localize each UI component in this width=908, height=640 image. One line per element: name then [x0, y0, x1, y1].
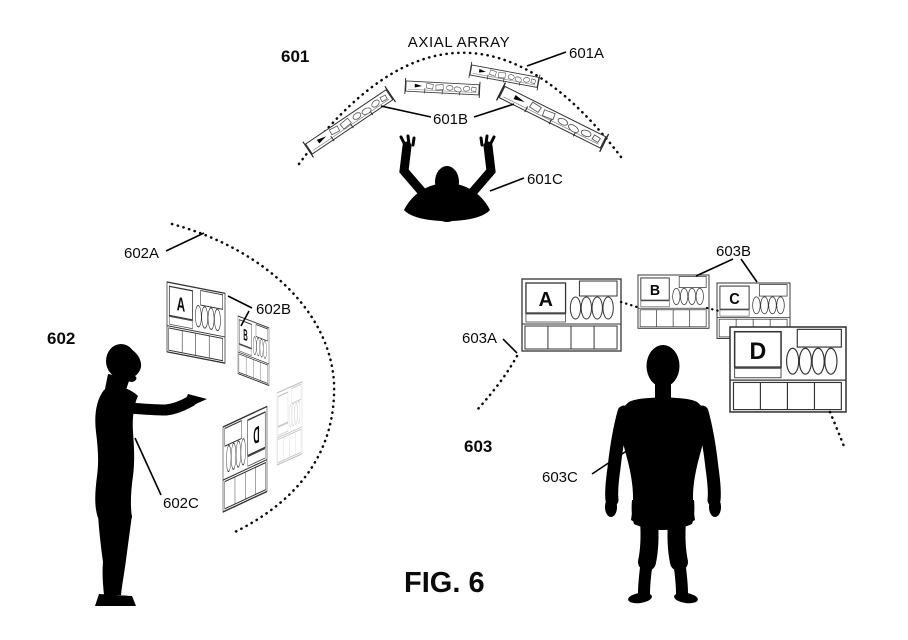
panel-603-D: D [729, 326, 847, 413]
panel-603-B-letter: B [650, 283, 660, 299]
panel-602-A-letter: A [177, 293, 186, 316]
connector-603-A-B [619, 300, 639, 309]
panel-603-C-letter: C [729, 290, 740, 307]
panel-603-A: A [521, 278, 622, 352]
callout-601A: 601A [569, 45, 604, 62]
person-601-top-view [399, 134, 496, 222]
array-602-dotted-arc [170, 222, 336, 535]
panel-603-A-letter: A [539, 289, 553, 311]
panel-602-B-letter: B [243, 325, 248, 345]
panel-603-D-letter: D [749, 338, 766, 364]
section-603: 603 A B C D 603A 603B [462, 243, 847, 604]
panel-602-C-ghost [276, 381, 303, 466]
callout-603B: 603B [716, 243, 751, 260]
array-strip-right [495, 81, 610, 153]
array-strip-left [302, 85, 397, 159]
section-601: 601 AXIAL ARRAY 601A 601B 601C [281, 34, 626, 222]
callout-602B-leader-down [240, 310, 250, 327]
callout-602A: 602A [124, 245, 159, 262]
array-603-dotted-arc-right [828, 410, 847, 451]
callout-601A-leader [526, 51, 567, 67]
callout-602A-leader [165, 232, 205, 252]
callout-602B: 602B [256, 301, 291, 318]
array-strip-center [404, 77, 481, 99]
section-603-number: 603 [464, 437, 492, 456]
connector-603-B-C [705, 306, 721, 313]
figure-caption: FIG. 6 [404, 567, 485, 599]
section-602: 602 602A A B D 602B [47, 222, 336, 606]
panel-602-D: D [222, 405, 268, 513]
panel-602-A: A [166, 281, 226, 364]
callout-601C-leader [489, 177, 525, 192]
callout-603A: 603A [462, 330, 497, 347]
section-602-number: 602 [47, 329, 75, 348]
axial-array-title: AXIAL ARRAY [408, 34, 510, 51]
panel-602-D-letter: D [253, 421, 259, 450]
callout-603B-leader-left [695, 258, 734, 277]
callout-602C-leader [134, 437, 162, 496]
callout-602C: 602C [163, 495, 199, 512]
panel-602-B: B [237, 315, 270, 387]
callout-603B-leader-right [740, 258, 758, 283]
callout-601B-leader-left [380, 105, 432, 118]
panel-603-C: C [716, 282, 791, 339]
callout-602B-leader-left [227, 295, 253, 309]
person-602-side-view [95, 344, 207, 606]
section-601-number: 601 [281, 47, 309, 66]
callout-601B-leader-right [473, 103, 515, 118]
array-603-dotted-arc-left [476, 354, 519, 411]
person-603-front-view [605, 345, 721, 604]
panel-603-B: B [637, 274, 710, 329]
callout-601B: 601B [433, 111, 468, 128]
callout-603A-leader [502, 338, 518, 354]
callout-603C: 603C [542, 469, 578, 486]
array-601-dotted-arc [297, 51, 626, 166]
callout-603C-leader [591, 445, 635, 475]
callout-601C: 601C [527, 171, 563, 188]
